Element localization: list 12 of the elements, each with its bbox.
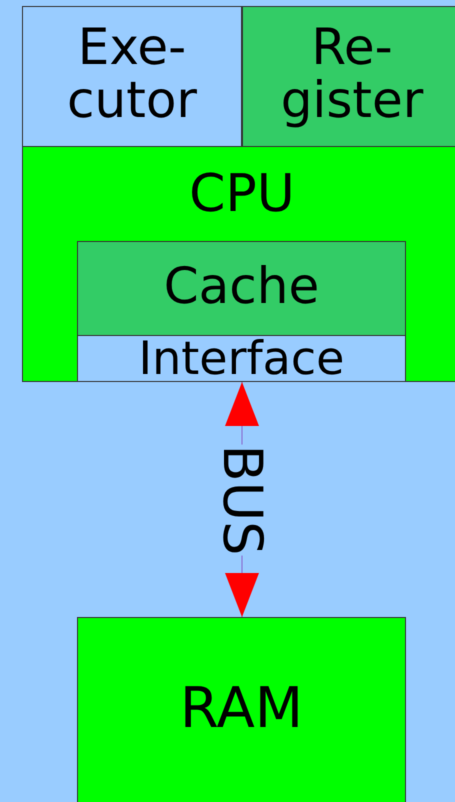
component-label: Cache — [162, 260, 320, 312]
component-label: Exe- cutor — [66, 21, 198, 126]
component-label: Interface — [138, 334, 346, 382]
component-label: RAM — [178, 680, 304, 739]
component-box — [77, 241, 406, 336]
component-label: Re- gister — [280, 21, 424, 126]
component-box — [77, 617, 406, 802]
component-box — [242, 6, 455, 147]
component-label: CPU — [188, 167, 296, 222]
component-box — [22, 6, 455, 382]
component-box — [22, 6, 242, 147]
component-box — [77, 335, 406, 382]
